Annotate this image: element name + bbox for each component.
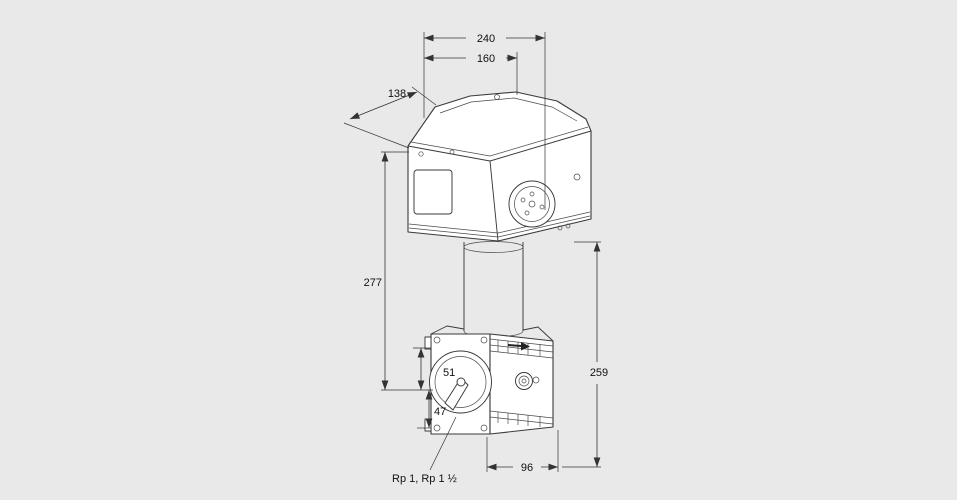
body-top-right-edge	[522, 326, 554, 342]
dim-240-label: 240	[477, 33, 495, 45]
head-screw-small-2	[565, 223, 571, 229]
dim-138-line	[349, 91, 418, 120]
head-base-line-1	[408, 211, 591, 234]
head-screw-front-2	[449, 149, 455, 155]
flow-direction-arrow	[507, 342, 530, 351]
head-base-line-2	[408, 215, 591, 238]
head-screw-right	[573, 173, 581, 181]
dial-hole-3	[524, 210, 530, 216]
side-fitting	[515, 372, 540, 390]
valve-spindle	[456, 377, 466, 387]
dim-47-label: 47	[434, 406, 446, 418]
head-display-label	[413, 169, 453, 215]
dial-hole-1	[529, 191, 535, 197]
dial-outer-ring	[508, 180, 556, 228]
dim-138-label: 138	[388, 88, 406, 100]
flange-inner-circle	[434, 356, 487, 408]
bolt-hole-tl	[433, 336, 441, 344]
head-lid-chamfer	[439, 97, 578, 122]
actuator-head	[407, 91, 592, 242]
actuator-column	[463, 241, 524, 338]
bolt-hole-bl	[433, 424, 441, 432]
body-top-left-edge	[430, 325, 465, 335]
body-bottom-ribs	[489, 410, 554, 427]
dim-259-label: 259	[590, 367, 608, 379]
head-screw-small-1	[557, 225, 563, 231]
head-silhouette	[407, 91, 592, 242]
valve-body	[424, 325, 554, 435]
head-front-right-edge	[489, 160, 499, 242]
ext-138-lower	[343, 122, 410, 149]
leader-thread-label	[429, 416, 457, 471]
dim-160-label: 160	[477, 53, 495, 65]
bolt-hole-tr	[480, 336, 488, 344]
thread-size-label: Rp 1, Rp 1 ½	[392, 473, 457, 485]
ext-138-upper	[411, 86, 437, 106]
head-lid-screw	[494, 94, 500, 100]
dial-hole-4	[520, 197, 526, 203]
head-lid-rim-line	[410, 126, 589, 157]
dim-96-label: 96	[521, 462, 533, 474]
body-tab-bottom	[424, 418, 432, 432]
dim-51-label: 51	[443, 367, 455, 379]
head-screw-front	[418, 151, 424, 157]
column-top-collar	[463, 241, 524, 253]
body-tab-top	[424, 336, 432, 350]
dimension-annotations: 240 160 138 277 51 47 259	[343, 32, 608, 485]
dial-hole-2	[539, 204, 545, 210]
adjustment-dial	[508, 180, 556, 228]
bolt-hole-br	[480, 424, 488, 432]
dial-center-hole	[528, 200, 536, 208]
dim-277-label: 277	[364, 277, 382, 289]
dial-inner-ring	[514, 186, 550, 222]
